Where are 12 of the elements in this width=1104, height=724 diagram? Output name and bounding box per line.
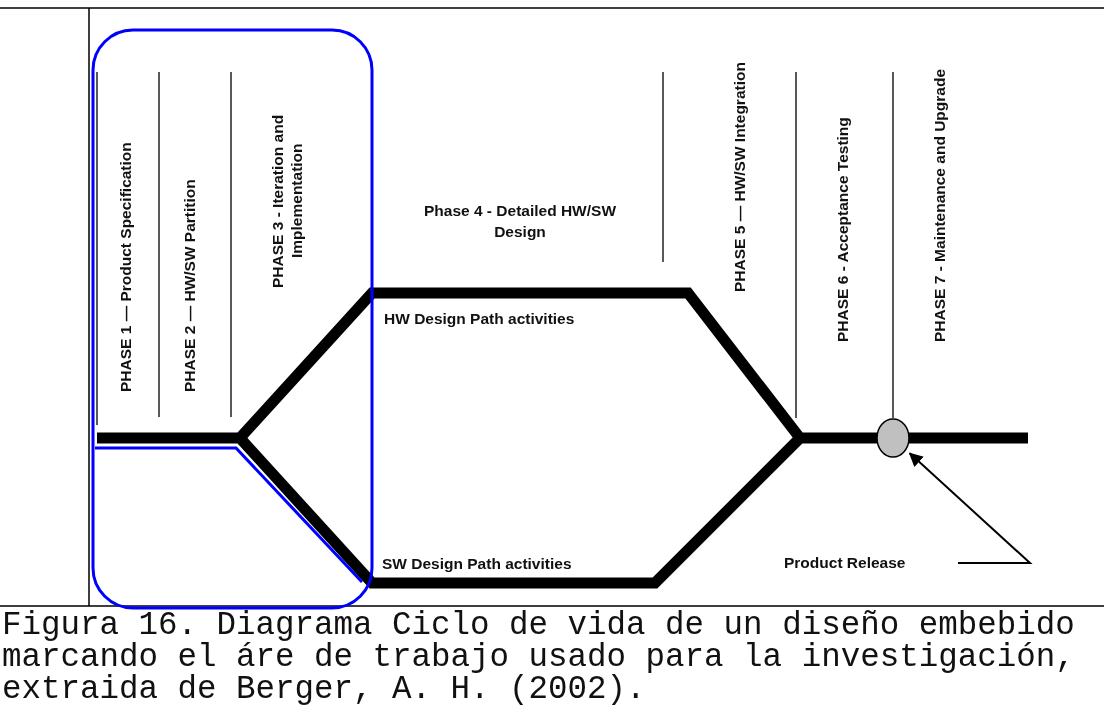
path-label: HW Design Path activities — [384, 309, 576, 329]
phase-label: PHASE 2 — HW/SW Partition — [180, 178, 199, 392]
phase-label: PHASE 1 — Product Specification — [116, 141, 135, 392]
phase-label: PHASE 3 - Iteration and Implementation — [268, 113, 306, 290]
phase-label: PHASE 5 — HW/SW Integration — [730, 61, 749, 292]
leader-arrow — [908, 452, 1033, 564]
phase-label: PHASE 7 - Maintenance and Upgrade — [930, 67, 949, 342]
path-label: SW Design Path activities — [382, 554, 573, 574]
phase-label: PHASE 6 - Acceptance Testing — [833, 116, 852, 342]
release-label: Product Release — [784, 553, 906, 573]
path-label: Phase 4 - Detailed HW/SW Design — [422, 201, 618, 242]
figure-caption: Figura 16. Diagrama Ciclo de vida de un diseño embebido marcando el áre de trabajo usado para la investigación, extraida de Berger, A. H. (2002). — [2, 610, 1076, 706]
